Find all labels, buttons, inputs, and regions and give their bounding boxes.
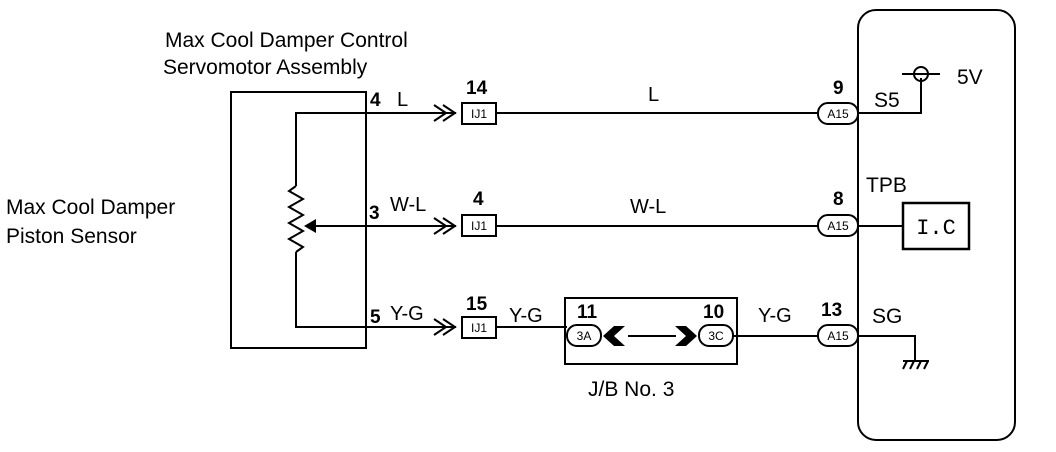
wire-label-wl: W-L: [630, 196, 666, 218]
wire-label-yg-right: Y-G: [758, 305, 792, 327]
servomotor-title-line1: Max Cool Damper Control: [165, 29, 408, 52]
ij1-pin-14: 14: [466, 78, 488, 99]
junction-block-label: J/B No. 3: [588, 378, 674, 401]
circuit-sg: 5 Y-G 15 IJ1 Y-G 11 10 3A 3C J/B No. 3 Y…: [366, 294, 929, 401]
circuit-s5: 4 L 14 IJ1 L 9 A15 S5 5V: [366, 66, 983, 125]
ij1-label: IJ1: [471, 107, 487, 121]
ic-label: I.C: [916, 216, 956, 241]
ground-symbol: [902, 360, 929, 370]
potentiometer-symbol: [286, 112, 366, 328]
ecu-pin-13: 13: [821, 300, 842, 321]
jb-pin-10: 10: [703, 302, 724, 323]
jb-pin-11: 11: [577, 302, 598, 323]
ij1-pin-15: 15: [466, 294, 488, 315]
servo-wire-yg: Y-G: [390, 303, 424, 325]
a15-label: A15: [827, 107, 849, 121]
circuit-tpb: 3 W-L 4 IJ1 W-L 8 A15 TPB I.C: [366, 174, 971, 251]
servo-pin-3: 3: [369, 203, 380, 224]
ij1-label: IJ1: [471, 219, 487, 233]
supply-voltage: 5V: [957, 66, 983, 89]
a15-label: A15: [827, 329, 849, 343]
jb-arrow-left: [603, 326, 625, 346]
servo-wire-l: L: [397, 89, 408, 111]
junction-block-box: [564, 297, 738, 365]
supply-symbol: [913, 66, 929, 82]
terminal-sg: SG: [872, 305, 902, 328]
ecu-pin-8: 8: [833, 189, 844, 210]
servo-wire-wl: W-L: [390, 194, 426, 216]
wire-label-l: L: [648, 84, 659, 106]
jb-connector-3c-label: 3C: [708, 329, 724, 343]
jb-connector-3a: [566, 324, 602, 347]
servomotor-title-line2: Servomotor Assembly: [163, 56, 368, 79]
servo-pin-5: 5: [370, 307, 381, 328]
jb-connector-3a-label: 3A: [577, 329, 592, 343]
ij1-label: IJ1: [471, 321, 487, 335]
terminal-tpb: TPB: [866, 174, 907, 197]
servomotor-box: [230, 91, 367, 349]
ij1-pin-4: 4: [473, 189, 484, 210]
sensor-label-line2: Piston Sensor: [6, 225, 137, 248]
a15-label: A15: [827, 219, 849, 233]
ecu-box: [857, 9, 1016, 441]
jb-arrow-right: [675, 326, 697, 346]
sensor-label-line1: Max Cool Damper: [6, 196, 175, 219]
servo-pin-4: 4: [370, 90, 381, 111]
ecu-pin-9: 9: [833, 78, 844, 99]
ic-box: [901, 201, 971, 251]
wire-label-yg-left: Y-G: [509, 305, 543, 327]
terminal-s5: S5: [874, 89, 900, 112]
